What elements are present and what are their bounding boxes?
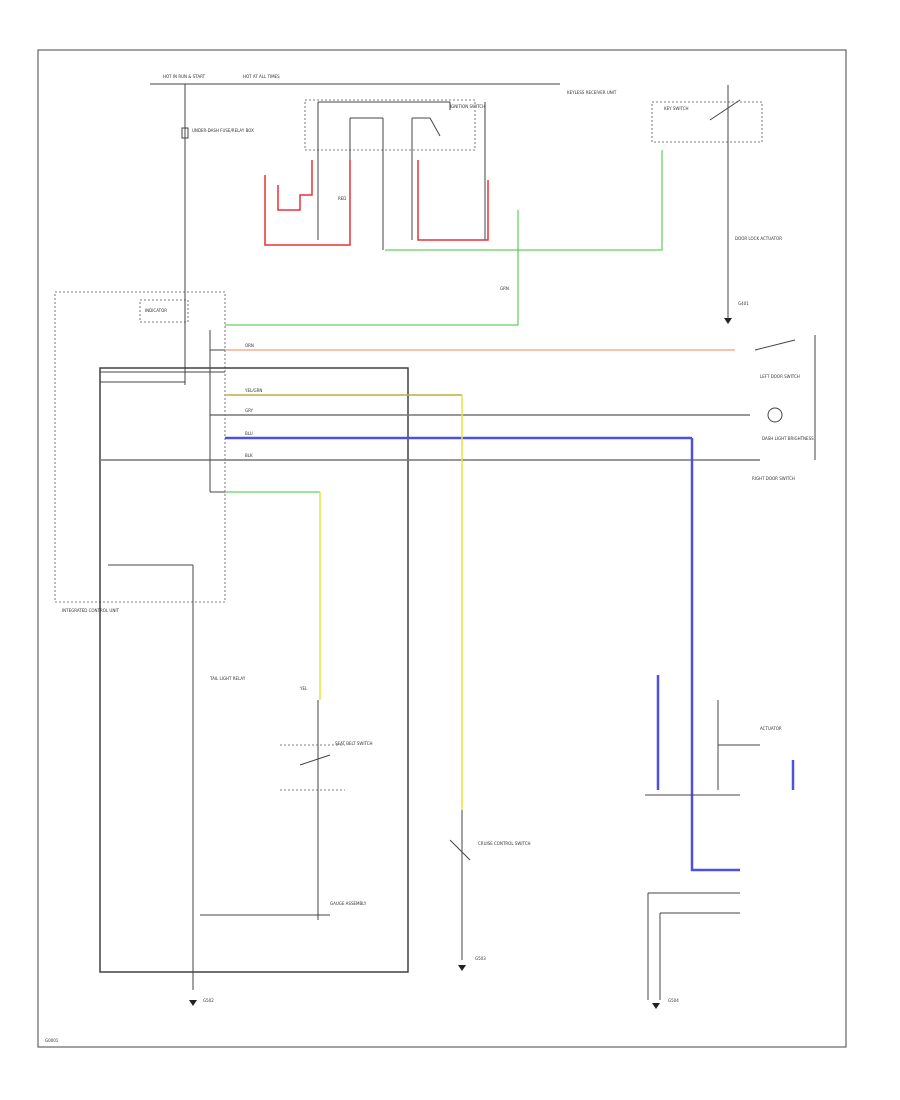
green-wires: GRN: [225, 150, 663, 326]
cruise-switch-assembly: CRUISE CONTROL SWITCH G503: [449, 810, 531, 971]
yellow-wires: YEL: [299, 395, 463, 810]
door-lock-label: DOOR LOCK ACTUATOR: [735, 236, 782, 241]
ground-icon: [458, 965, 466, 971]
control-unit: INTEGRATED CONTROL UNIT INDICATOR: [54, 291, 409, 973]
ignition-switch-label: IGNITION SWITCH: [450, 104, 485, 109]
left-door-switch-label: LEFT DOOR SWITCH: [760, 374, 800, 379]
ground-icon: [189, 1000, 197, 1006]
orange-wire-label: ORN: [245, 343, 254, 348]
hot-at-all-times-label: HOT AT ALL TIMES: [243, 74, 280, 79]
right-door-switch-label: RIGHT DOOR SWITCH: [752, 476, 795, 481]
door-switch: DASH LIGHT BRIGHTNESS: [754, 335, 816, 460]
green-wire-label: GRN: [500, 286, 509, 291]
ground-label-g401: G401: [738, 301, 749, 306]
dash-light-label: DASH LIGHT BRIGHTNESS: [762, 436, 814, 441]
olive-wire-label: YEL/GRN: [244, 388, 262, 393]
red-wire-label: RED: [338, 196, 346, 201]
ground-label-g502: G502: [203, 998, 214, 1003]
key-switch-label: KEY SWITCH: [664, 106, 689, 111]
control-unit-label: INTEGRATED CONTROL UNIT: [62, 608, 120, 613]
figure-number: G0001: [45, 1038, 59, 1043]
seat-belt-assembly: SEAT BELT SWITCH GAUGE ASSEMBLY: [200, 700, 373, 920]
indicator-label: INDICATOR: [145, 308, 167, 313]
ground-label-g504: G504: [668, 998, 679, 1003]
gauge-label: GAUGE ASSEMBLY: [330, 901, 367, 906]
fuse-relay-box: IGNITION SWITCH: [304, 99, 486, 250]
red-wires: RED: [264, 160, 489, 246]
seat-belt-label: SEAT BELT SWITCH: [335, 741, 373, 746]
blue-wires: [645, 438, 795, 872]
cruise-control-label: CRUISE CONTROL SWITCH: [478, 841, 531, 846]
right-assembly-label: ACTUATOR: [760, 726, 782, 731]
power-rail: HOT IN RUN & START HOT AT ALL TIMES UNDE…: [150, 74, 560, 385]
fuse-label: UNDER-DASH FUSE/RELAY BOX: [192, 128, 254, 133]
key-switch-assembly: KEY SWITCH KEYLESS RECEIVER UNIT DOOR LO…: [567, 85, 782, 324]
ground-label-g503: G503: [475, 956, 486, 961]
right-lower-assembly: ACTUATOR G504: [647, 700, 782, 1009]
gray-wire-label: GRY: [245, 408, 254, 413]
ground-icon: [652, 1003, 660, 1009]
blue-wire-label: BLU: [245, 431, 253, 436]
keyless-receiver-label: KEYLESS RECEIVER UNIT: [567, 90, 617, 95]
blk-wire-label: BLK: [245, 453, 253, 458]
diagram-border: [37, 49, 847, 1048]
yellow-wire-label: YEL: [299, 686, 308, 691]
signal-wires: ORN YEL/GRN GRY BLU BLK LEFT DOOR SWITCH…: [100, 330, 800, 493]
tail-light-label: TAIL LIGHT RELAY: [209, 676, 246, 681]
hot-run-start-label: HOT IN RUN & START: [163, 74, 206, 79]
ground-icon: [724, 318, 732, 324]
left-lower-circuit: G502 TAIL LIGHT RELAY: [108, 564, 246, 1006]
